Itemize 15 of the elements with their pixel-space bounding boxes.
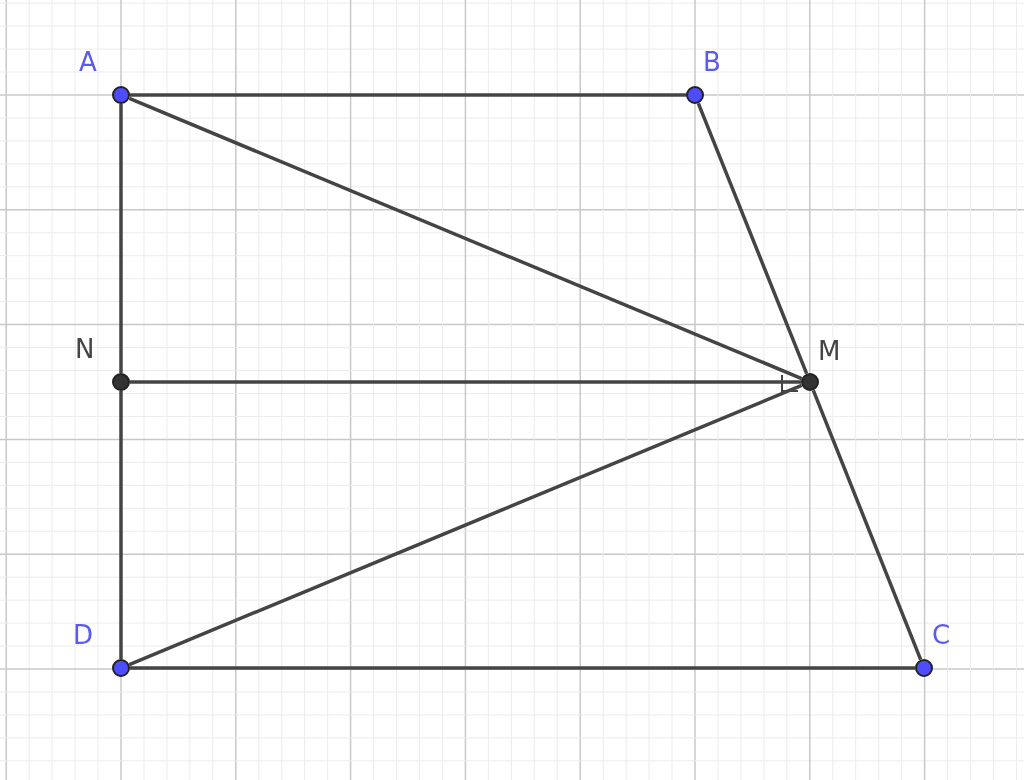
line-segment <box>696 102 809 375</box>
line-segment <box>130 380 801 384</box>
line-segment <box>119 104 123 373</box>
line-segment <box>130 93 686 97</box>
point-label: C <box>932 620 951 650</box>
point-label: A <box>79 47 97 77</box>
line-segment <box>130 666 915 670</box>
line-segment <box>811 389 923 661</box>
point-label: D <box>73 620 94 650</box>
point-label: M <box>818 336 841 366</box>
point-label: B <box>703 47 721 77</box>
point-label: N <box>75 334 95 364</box>
line-segment <box>128 383 803 667</box>
line-segment <box>128 96 803 381</box>
line-segment <box>119 391 123 659</box>
